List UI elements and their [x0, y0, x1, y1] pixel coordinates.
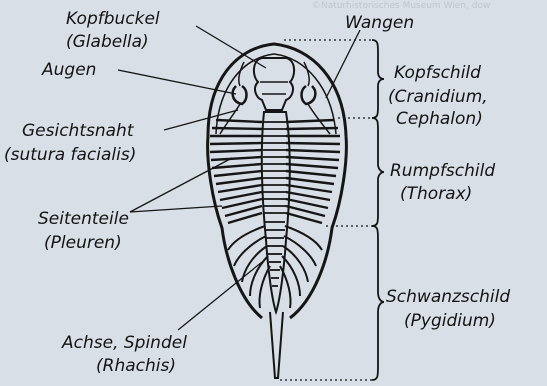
label-thorax: (Thorax) — [400, 184, 472, 204]
label-cranidium: (Cranidium, — [388, 87, 488, 107]
label-schwanzschild: Schwanzschild — [386, 287, 510, 307]
label-sutura-facialis: (sutura facialis) — [4, 145, 136, 165]
label-pleuren: (Pleuren) — [44, 233, 122, 253]
label-augen: Augen — [41, 60, 96, 80]
label-achse-spindel: Achse, Spindel — [61, 333, 187, 353]
label-rumpfschild: Rumpfschild — [390, 161, 495, 181]
label-glabella: (Glabella) — [66, 32, 149, 52]
label-wangen: Wangen — [345, 13, 414, 33]
label-gesichtsnaht: Gesichtsnaht — [22, 121, 135, 141]
label-kopfbuckel: Kopfbuckel — [66, 9, 160, 29]
copyright-text: ©Naturhistorisches Museum Wien, dow — [312, 1, 490, 11]
label-seitenteile: Seitenteile — [38, 209, 129, 229]
label-pygidium: (Pygidium) — [404, 311, 496, 331]
label-rhachis: (Rhachis) — [96, 356, 176, 376]
label-kopfschild: Kopfschild — [394, 63, 481, 83]
label-cephalon: Cephalon) — [396, 109, 483, 129]
